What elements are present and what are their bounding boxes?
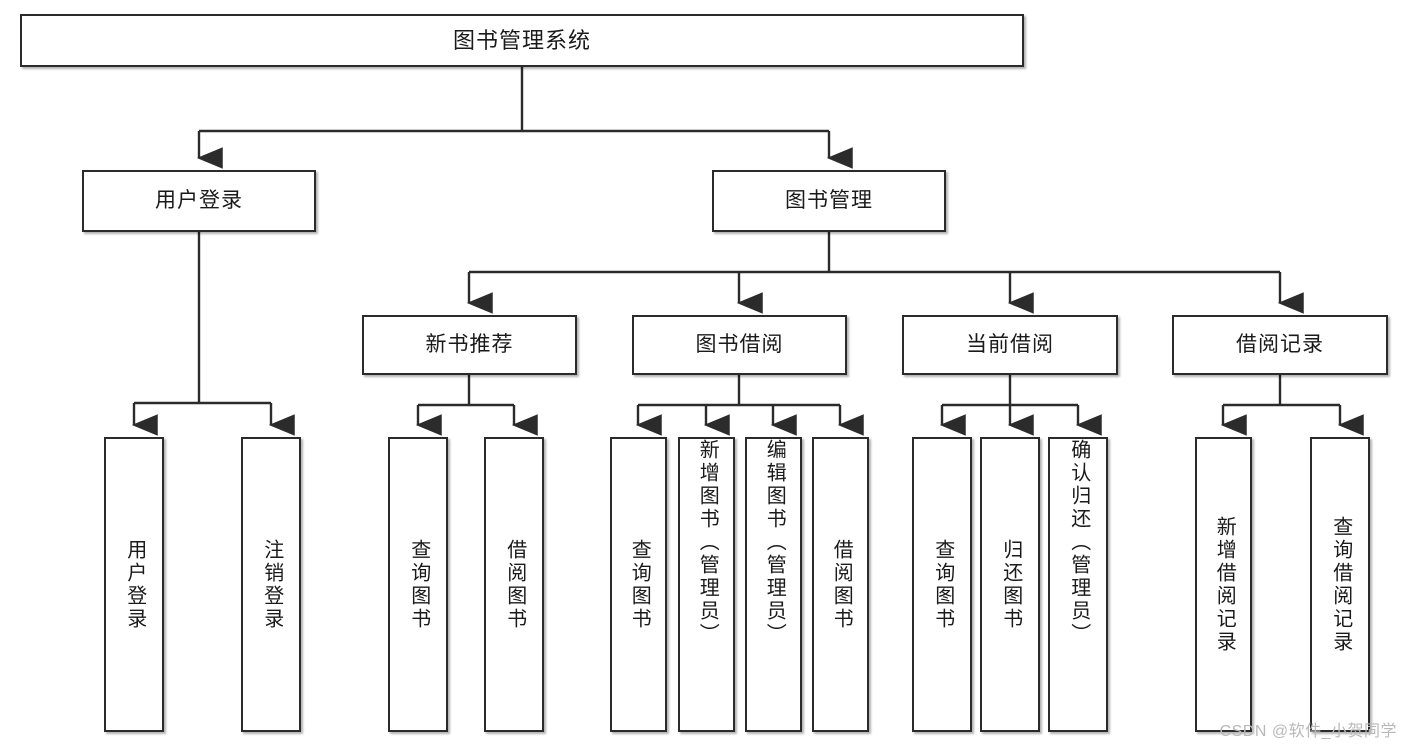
node-nbr-borrow-book[interactable]: 借阅图书 [484, 437, 544, 732]
node-cb-query-book[interactable]: 查询图书 [912, 437, 972, 732]
node-book-manage-label: 图书管理 [785, 188, 873, 212]
node-root-label: 图书管理系统 [452, 27, 591, 53]
node-br-add-record[interactable]: 新增借阅记录 [1195, 437, 1252, 732]
node-nbr-query-book[interactable]: 查询图书 [388, 437, 448, 732]
node-book-borrow[interactable]: 图书借阅 [632, 315, 847, 375]
node-current-borrow-label: 当前借阅 [966, 332, 1054, 356]
node-bb-add-book[interactable]: 新增图书（管理员） [678, 437, 735, 732]
node-bb-borrow-book-label: 借阅图书 [830, 538, 853, 631]
node-nbr-query-book-label: 查询图书 [407, 538, 430, 631]
node-br-add-record-label: 新增借阅记录 [1213, 515, 1236, 654]
node-current-borrow[interactable]: 当前借阅 [902, 315, 1118, 375]
node-user-login-do[interactable]: 用户登录 [104, 437, 164, 732]
node-cb-query-book-label: 查询图书 [931, 538, 954, 631]
node-borrow-record[interactable]: 借阅记录 [1172, 315, 1388, 375]
node-cb-return-book-label: 归还图书 [999, 538, 1022, 631]
node-nbr-borrow-book-label: 借阅图书 [503, 538, 526, 631]
node-borrow-record-label: 借阅记录 [1236, 332, 1324, 356]
node-user-login-label: 用户登录 [155, 188, 243, 212]
node-cb-return-book[interactable]: 归还图书 [980, 437, 1040, 732]
node-bb-add-book-label: 新增图书（管理员） [696, 439, 719, 646]
node-bb-edit-book[interactable]: 编辑图书（管理员） [745, 437, 802, 732]
node-book-borrow-label: 图书借阅 [695, 332, 784, 356]
node-br-query-record-label: 查询借阅记录 [1329, 515, 1352, 654]
node-new-book-recommend-label: 新书推荐 [425, 332, 514, 356]
node-user-logout-label: 注销登录 [260, 538, 283, 631]
node-cb-confirm-return[interactable]: 确认归还（管理员） [1048, 437, 1108, 732]
node-bb-query-book[interactable]: 查询图书 [610, 437, 667, 732]
node-user-login[interactable]: 用户登录 [82, 170, 316, 232]
node-bb-edit-book-label: 编辑图书（管理员） [763, 439, 786, 646]
node-user-login-do-label: 用户登录 [123, 538, 146, 631]
node-bb-borrow-book[interactable]: 借阅图书 [812, 437, 869, 732]
node-root[interactable]: 图书管理系统 [20, 14, 1024, 67]
node-br-query-record[interactable]: 查询借阅记录 [1310, 437, 1370, 732]
node-new-book-recommend[interactable]: 新书推荐 [362, 315, 577, 375]
node-user-logout[interactable]: 注销登录 [241, 437, 301, 732]
node-cb-confirm-return-label: 确认归还（管理员） [1067, 439, 1090, 646]
node-bb-query-book-label: 查询图书 [628, 538, 651, 631]
csdn-watermark: CSDN @软件_小贺同学 [1219, 723, 1397, 740]
node-book-manage[interactable]: 图书管理 [712, 170, 946, 232]
